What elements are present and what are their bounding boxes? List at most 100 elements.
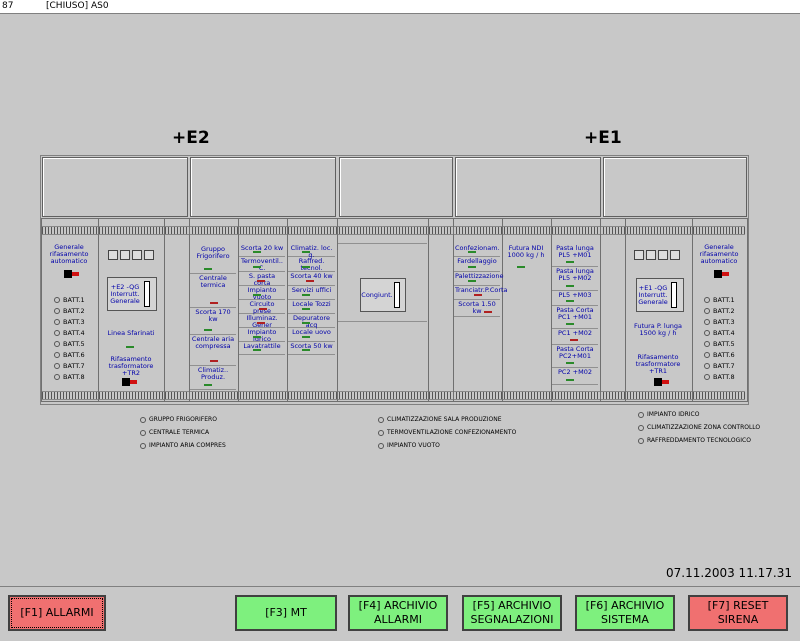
cell-label[interactable]: Depuratore acq (293, 314, 330, 329)
f1-allarmi-button[interactable]: [F1] ALLARMI (8, 595, 106, 631)
batt-item[interactable]: BATT.8 (54, 373, 85, 381)
cell-label[interactable]: Scorta 1.50 kw (458, 300, 496, 315)
cell-label[interactable]: PC2 +M02 (558, 368, 592, 376)
cell-label[interactable]: Impianto idrico (247, 328, 277, 343)
cell-label[interactable]: Pasta Corta PC2+M01 (556, 345, 594, 360)
plug-icon (714, 270, 729, 278)
cell-label[interactable]: Gruppo Frigorifero (196, 245, 230, 260)
panel-cell (190, 365, 236, 390)
cell-label[interactable]: Raffred. tecnol. (298, 257, 325, 272)
panel-cell (239, 327, 285, 342)
rifasamento-tr1[interactable]: Rifasamento trasformatore +TR1 (635, 353, 681, 375)
cell-label[interactable]: Confezionam. (455, 244, 500, 252)
status-indicator (566, 362, 574, 364)
cell-label[interactable]: Scorta 50 kw (290, 342, 333, 350)
batt-item[interactable]: BATT.5 (54, 340, 85, 348)
cell-label[interactable]: Pasta lunga PL5 +M01 (556, 244, 594, 259)
panel-cell (552, 290, 598, 306)
cell-label[interactable]: Scorta 40 kw (290, 272, 333, 280)
batt-item[interactable]: BATT.1 (704, 296, 735, 304)
plug-icon (64, 270, 79, 278)
panel-cell (288, 299, 335, 314)
panel-cell (454, 285, 500, 300)
cell-label[interactable]: PC1 +M02 (558, 329, 592, 337)
rifasamento-tr2[interactable]: Rifasamento trasformatore +TR2 (108, 355, 154, 377)
cell-label[interactable]: Climatiz. loc. q. (290, 244, 333, 259)
cell-label[interactable]: Tranciatr.P.Corta (455, 286, 508, 294)
cell-label[interactable]: Lavatrattile (243, 342, 281, 350)
cell-label[interactable]: Termoventil.. C. (241, 257, 283, 272)
cell-label[interactable]: Impianto vuoto (247, 286, 277, 301)
batt-item[interactable]: BATT.3 (704, 318, 735, 326)
f5-label-line2: SEGNALAZIONI (470, 613, 554, 626)
cell-label[interactable]: Circuito prese (249, 300, 275, 315)
panel-cell (288, 285, 335, 300)
batt-item[interactable]: BATT.4 (704, 329, 735, 337)
status-indicator (468, 266, 476, 268)
cell-label[interactable]: Scorta 20 kw (240, 244, 284, 252)
status-indicator (126, 346, 134, 348)
panel-cell (239, 285, 285, 300)
legend-item: CLIMATIZZAZIONE SALA PRODUZIONE (378, 416, 501, 423)
panel-cell (190, 244, 236, 274)
status-indicator (204, 384, 212, 386)
f3-mt-button[interactable]: [F3] MT (235, 595, 337, 631)
cell-label[interactable]: Locale Tozzi (292, 300, 331, 308)
status-indicator (302, 336, 310, 338)
breaker-qg-e2[interactable]: +E2 -QG Interrutt. Generale (107, 277, 157, 311)
cell-label[interactable]: Palettizzazione (455, 272, 504, 280)
cell-label[interactable]: Centrale termica (199, 274, 227, 289)
status-indicator (302, 294, 310, 296)
cell-label[interactable]: S. pasta corta (248, 272, 276, 287)
status-indicator (484, 311, 492, 313)
cell-label[interactable]: Locale uovo (292, 328, 331, 336)
legend-item: CLIMATIZZAZIONE ZONA CONTROLLO (638, 424, 760, 431)
batt-item[interactable]: BATT.5 (704, 340, 735, 348)
switch-lever-icon (144, 281, 150, 307)
generale-rifasamento-e1[interactable]: Generale rifasamento automatico (699, 243, 739, 265)
breaker-congiunt[interactable]: Congiunt. (360, 278, 406, 312)
linea-sfarinati[interactable]: Linea Sfarinati (107, 329, 155, 337)
plug-icon (654, 378, 669, 386)
status-indicator (253, 251, 261, 253)
breaker-qg-e1[interactable]: +E1 -QG Interrutt. Generale (636, 278, 684, 312)
futura-p-lunga[interactable]: Futura P. lunga 1500 kg / h (633, 322, 683, 337)
legend-item: IMPIANTO IDRICO (638, 411, 699, 418)
cell-label[interactable]: Centrale aria compressa (191, 335, 235, 350)
cell-label[interactable]: PL5 +M03 (558, 291, 592, 299)
batt-item[interactable]: BATT.3 (54, 318, 85, 326)
generale-rifasamento-e2[interactable]: Generale rifasamento automatico (49, 243, 89, 265)
cell-label[interactable]: Servizi uffici (291, 286, 332, 294)
batt-item[interactable]: BATT.2 (54, 307, 85, 315)
status-indicator (210, 302, 218, 304)
f4-label-line1: [F4] ARCHIVIO (358, 599, 438, 612)
cell-label[interactable]: Pasta Corta PC1 +M01 (556, 306, 594, 321)
cell-label[interactable]: Scorta 170 kw (195, 308, 231, 323)
batt-item[interactable]: BATT.2 (704, 307, 735, 315)
legend-item: TERMOVENTILAZIONE CONFEZIONAMENTO (378, 429, 516, 436)
status-indicator (570, 339, 578, 341)
status-indicator (302, 266, 310, 268)
batt-item[interactable]: BATT.6 (54, 351, 85, 359)
batt-item[interactable]: BATT.8 (704, 373, 735, 381)
panel-cell (454, 243, 500, 257)
panel-cell (239, 256, 285, 272)
batt-item[interactable]: BATT.7 (54, 362, 85, 370)
batt-item[interactable]: BATT.4 (54, 329, 85, 337)
batt-item[interactable]: BATT.6 (704, 351, 735, 359)
cell-label[interactable]: Fardellaggio (457, 257, 497, 265)
cell-label[interactable]: Pasta lunga PL5 +M02 (556, 267, 594, 282)
cell-label[interactable]: Illuminaz. Gener (246, 314, 278, 329)
panel-cell (239, 243, 285, 257)
futura-ndi[interactable]: Futura NDI 1000 kg / h (507, 244, 545, 259)
batt-item[interactable]: BATT.7 (704, 362, 735, 370)
legend-item: RAFFREDDAMENTO TECNOLOGICO (638, 437, 751, 444)
column-spare (600, 218, 626, 402)
batt-item[interactable]: BATT.1 (54, 296, 85, 304)
cell-label[interactable]: Climatiz.. Produz. (197, 366, 229, 381)
